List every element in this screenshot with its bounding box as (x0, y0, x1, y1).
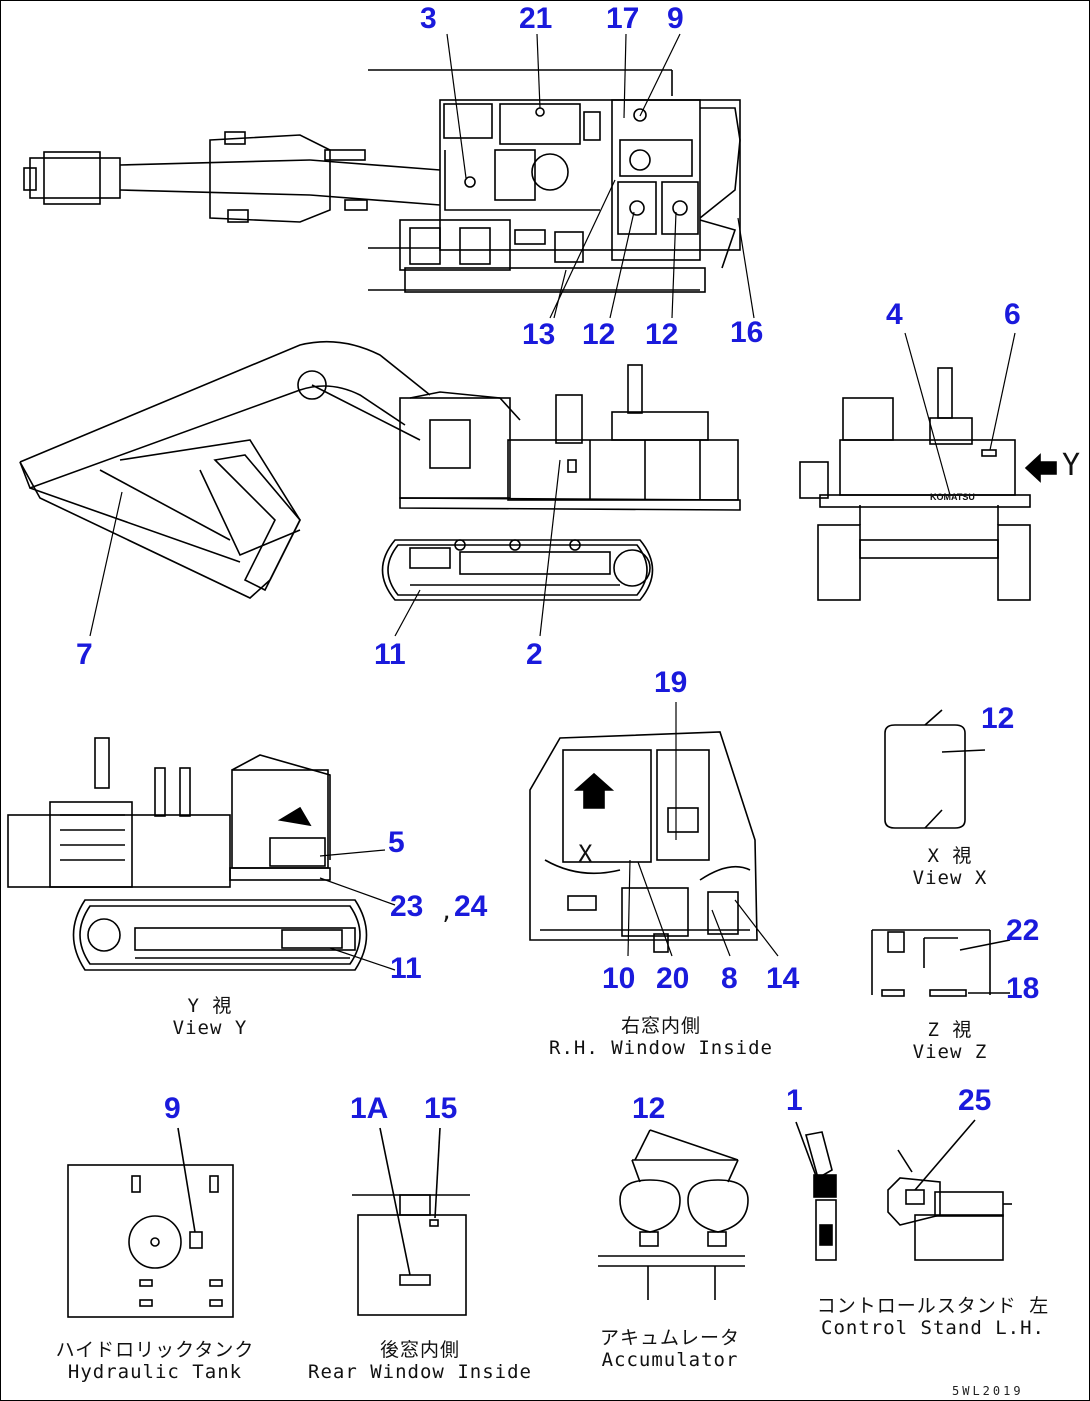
view-z-drawing (871, 929, 1011, 997)
callout-15: 15 (424, 1092, 458, 1125)
callout-8: 8 (721, 962, 738, 995)
caption-view-y: Y 視 View Y (150, 995, 270, 1040)
top-plan-view (23, 69, 741, 293)
callout-18: 18 (1006, 972, 1040, 1005)
caption-hydraulic-tank-en: Hydraulic Tank (67, 1360, 243, 1383)
callout-9-tank: 9 (164, 1092, 181, 1125)
caption-control-stand-en: Control Stand L.H. (821, 1316, 1045, 1339)
rh-window-leaders (627, 702, 779, 957)
hydraulic-tank-drawing (67, 1127, 234, 1318)
view-x-marker-label: X (578, 840, 593, 868)
side-view-excavator (19, 340, 741, 601)
callout-12-top-a: 12 (582, 318, 616, 351)
top-leaders (446, 33, 755, 319)
drawing-number: 5WL2019 (952, 1384, 1024, 1398)
callout-1: 1 (786, 1084, 803, 1117)
callout-4: 4 (886, 298, 903, 331)
komatsu-logo: KOMATSU (930, 492, 975, 502)
caption-accumulator: アキュムレータ Accumulator (590, 1327, 750, 1372)
caption-view-z: Z 視 View Z (900, 1019, 1000, 1064)
callout-2: 2 (526, 638, 543, 671)
caption-rear-window-jp: 後窓内側 (379, 1339, 460, 1361)
callout-21: 21 (519, 2, 553, 35)
control-stand-drawing (795, 1119, 1012, 1261)
callout-9-top: 9 (667, 2, 684, 35)
callout-7: 7 (76, 638, 93, 671)
caption-control-stand-jp: コントロールスタンド 左 (816, 1295, 1050, 1317)
callout-17: 17 (606, 2, 640, 35)
caption-view-x-jp: X 視 (927, 845, 973, 867)
callout-separator: , (440, 900, 454, 925)
caption-hydraulic-tank: ハイドロリックタンク Hydraulic Tank (50, 1339, 260, 1384)
caption-view-z-jp: Z 視 (927, 1019, 973, 1041)
caption-rh-window-jp: 右窓内側 (620, 1015, 701, 1037)
callout-24: 24 (454, 890, 488, 923)
rh-window-drawing (529, 731, 758, 953)
callout-12-viewx: 12 (981, 702, 1015, 735)
caption-rh-window-en: R.H. Window Inside (549, 1036, 773, 1059)
callout-1A: 1A (350, 1092, 389, 1125)
callout-10: 10 (602, 962, 636, 995)
caption-view-y-en: View Y (172, 1016, 248, 1039)
callout-23: 23 (390, 890, 424, 923)
callout-20: 20 (656, 962, 690, 995)
accumulator-drawing (598, 1129, 749, 1300)
callout-19: 19 (654, 666, 688, 699)
rear-leaders (904, 332, 1016, 496)
callout-11-viewy: 11 (390, 952, 422, 985)
view-y-arrow-label: Y (1062, 448, 1081, 483)
caption-hydraulic-tank-jp: ハイドロリックタンク (55, 1339, 255, 1361)
caption-control-stand: コントロールスタンド 左 Control Stand L.H. (808, 1295, 1058, 1340)
caption-accumulator-jp: アキュムレータ (599, 1327, 740, 1349)
view-y-leaders (319, 849, 396, 971)
callout-11-side: 11 (374, 638, 406, 671)
callout-6: 6 (1004, 298, 1021, 331)
rear-arrow-y (1024, 453, 1057, 483)
rear-window-drawing (352, 1127, 470, 1316)
caption-view-z-en: View Z (912, 1040, 988, 1063)
rear-view (799, 367, 1031, 601)
view-y-drawing (7, 737, 368, 971)
callout-12-top-b: 12 (645, 318, 679, 351)
callout-3: 3 (420, 2, 437, 35)
callout-16: 16 (730, 316, 764, 349)
caption-rh-window: 右窓内側 R.H. Window Inside (536, 1015, 786, 1060)
caption-accumulator-en: Accumulator (601, 1348, 739, 1371)
callout-13: 13 (522, 318, 556, 351)
caption-rear-window-en: Rear Window Inside (308, 1360, 532, 1383)
callout-5: 5 (388, 826, 405, 859)
caption-rear-window: 後窓内側 Rear Window Inside (300, 1339, 540, 1384)
callout-12-accumulator: 12 (632, 1092, 666, 1125)
side-leaders (89, 459, 561, 637)
caption-view-x-en: View X (912, 866, 988, 889)
caption-view-x: X 視 View X (905, 845, 995, 890)
callout-14: 14 (766, 962, 800, 995)
callout-22: 22 (1006, 914, 1040, 947)
view-x-drawing (884, 709, 986, 829)
caption-view-y-jp: Y 視 (187, 995, 233, 1017)
callout-25: 25 (958, 1084, 992, 1117)
